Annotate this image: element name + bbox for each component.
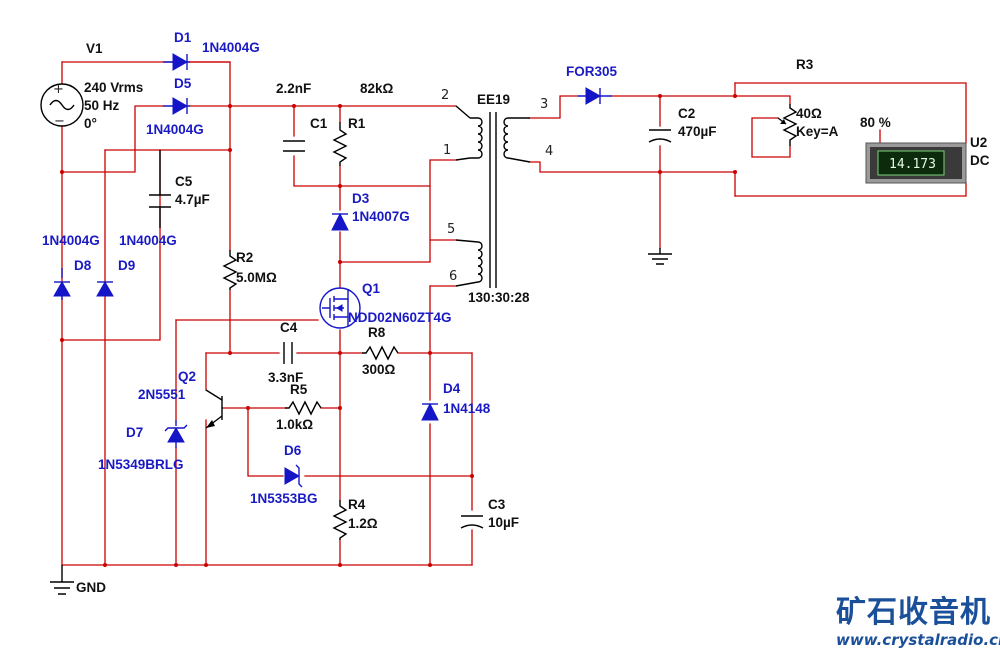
r1-ref: R1 bbox=[348, 116, 366, 131]
d9-ref: D9 bbox=[118, 258, 135, 273]
v1-phase: 0° bbox=[84, 116, 97, 131]
diode-d5: D5 1N4004G bbox=[146, 76, 204, 137]
r4-ref: R4 bbox=[348, 497, 366, 512]
d5-ref: D5 bbox=[174, 76, 192, 91]
mosfet-q1: Q1 NDD02N60ZT4G bbox=[319, 281, 452, 329]
d6-part: 1N5353BG bbox=[250, 491, 318, 506]
r5-ref: R5 bbox=[290, 382, 308, 397]
r2-value: 5.0MΩ bbox=[236, 270, 277, 285]
resistor-r1: 82kΩ R1 bbox=[332, 81, 394, 166]
multimeter-u2[interactable]: 14.173 U2 DC bbox=[865, 135, 990, 184]
diode-d4: D4 1N4148 bbox=[421, 381, 491, 421]
r1-value: 82kΩ bbox=[360, 81, 394, 96]
r2-ref: R2 bbox=[236, 250, 253, 265]
d1-ref: D1 bbox=[174, 30, 192, 45]
capacitor-c1: 2.2nF C1 bbox=[276, 81, 328, 152]
resistor-r4: R4 1.2Ω bbox=[332, 497, 378, 540]
d9-part: 1N4004G bbox=[119, 233, 177, 248]
pin-4: 4 bbox=[545, 144, 553, 159]
diode-d1: D1 1N4004G bbox=[163, 30, 260, 71]
capacitor-c2: C2 470µF bbox=[648, 106, 717, 143]
transistor-q2: Q2 2N5551 bbox=[138, 369, 223, 429]
d4-ref: D4 bbox=[443, 381, 461, 396]
q2-part: 2N5551 bbox=[138, 387, 186, 402]
r3-key: Key=A bbox=[796, 124, 839, 139]
d8-part: 1N4004G bbox=[42, 233, 100, 248]
v1-voltage: 240 Vrms bbox=[84, 80, 143, 95]
capacitor-c3: C3 10µF bbox=[460, 497, 519, 530]
ground-label: GND bbox=[76, 580, 106, 595]
d3-ref: D3 bbox=[352, 191, 370, 206]
pin-1: 1 bbox=[443, 143, 451, 158]
potentiometer-r3: R3 40Ω Key=A 80 % bbox=[777, 57, 891, 146]
c3-value: 10µF bbox=[488, 515, 519, 530]
ac-source-v1: + − V1 240 Vrms 50 Hz 0° bbox=[40, 41, 143, 131]
meter-ref: U2 bbox=[970, 135, 987, 150]
meter-reading: 14.173 bbox=[889, 157, 936, 172]
r8-value: 300Ω bbox=[362, 362, 396, 377]
d4-part: 1N4148 bbox=[443, 401, 491, 416]
c5-value: 4.7µF bbox=[175, 192, 210, 207]
junction-dots bbox=[60, 94, 737, 567]
ground-symbol: GND bbox=[50, 565, 106, 595]
pin-5: 5 bbox=[447, 222, 455, 237]
d6-ref: D6 bbox=[284, 443, 302, 458]
c1-value: 2.2nF bbox=[276, 81, 311, 96]
r3-value: 40Ω bbox=[796, 106, 822, 121]
r8-ref: R8 bbox=[368, 325, 386, 340]
wires bbox=[61, 61, 967, 566]
for305-part: FOR305 bbox=[566, 64, 618, 79]
c3-ref: C3 bbox=[488, 497, 506, 512]
svg-text:+: + bbox=[53, 82, 64, 97]
c1-ref: C1 bbox=[310, 116, 328, 131]
d8-ref: D8 bbox=[74, 258, 92, 273]
c4-ref: C4 bbox=[280, 320, 298, 335]
diode-for305: FOR305 bbox=[566, 64, 618, 105]
q2-ref: Q2 bbox=[178, 369, 196, 384]
watermark-url: www.crystalradio.cn bbox=[836, 631, 1000, 649]
ground-output-symbol bbox=[648, 248, 672, 265]
resistor-r5: R5 1.0kΩ bbox=[276, 382, 322, 432]
transformer-ref: EE19 bbox=[477, 92, 510, 107]
watermark-name: 矿石收音机 bbox=[836, 595, 991, 630]
c2-value: 470µF bbox=[678, 124, 717, 139]
capacitor-c5: C5 4.7µF bbox=[149, 150, 210, 228]
meter-display bbox=[877, 150, 945, 176]
c5-ref: C5 bbox=[175, 174, 193, 189]
pin-3: 3 bbox=[540, 97, 548, 112]
r3-setting: 80 % bbox=[860, 115, 891, 130]
diode-d3: D3 1N4007G bbox=[331, 191, 410, 231]
transformer-ratio: 130:30:28 bbox=[468, 290, 530, 305]
resistor-r8: R8 300Ω bbox=[362, 325, 399, 377]
v1-ref: V1 bbox=[86, 41, 103, 56]
c4-value: 3.3nF bbox=[268, 370, 303, 385]
r4-value: 1.2Ω bbox=[348, 516, 378, 531]
svg-text:−: − bbox=[54, 114, 65, 129]
d7-ref: D7 bbox=[126, 425, 143, 440]
transformer-ee19: EE19 130:30:28 1 2 3 4 5 6 bbox=[441, 88, 553, 305]
zener-d7: D7 1N5349BRLG bbox=[98, 420, 188, 472]
d7-part: 1N5349BRLG bbox=[98, 457, 184, 472]
d3-part: 1N4007G bbox=[352, 209, 410, 224]
pin-2: 2 bbox=[441, 88, 449, 103]
v1-frequency: 50 Hz bbox=[84, 98, 120, 113]
r5-value: 1.0kΩ bbox=[276, 417, 313, 432]
capacitor-c4: C4 3.3nF bbox=[268, 320, 303, 385]
resistor-r2: R2 5.0MΩ bbox=[222, 250, 277, 290]
watermark: 矿石收音机 www.crystalradio.cn bbox=[836, 595, 1000, 649]
diode-d9: 1N4004G D9 bbox=[96, 233, 177, 297]
c2-ref: C2 bbox=[678, 106, 695, 121]
q1-part: NDD02N60ZT4G bbox=[348, 310, 452, 325]
pin-6: 6 bbox=[449, 269, 457, 284]
meter-mode: DC bbox=[970, 153, 990, 168]
d1-part: 1N4004G bbox=[202, 40, 260, 55]
d5-part: 1N4004G bbox=[146, 122, 204, 137]
diode-d8: 1N4004G D8 bbox=[42, 233, 100, 300]
r3-ref: R3 bbox=[796, 57, 814, 72]
q1-ref: Q1 bbox=[362, 281, 381, 296]
zener-d6: D6 1N5353BG bbox=[250, 443, 318, 506]
